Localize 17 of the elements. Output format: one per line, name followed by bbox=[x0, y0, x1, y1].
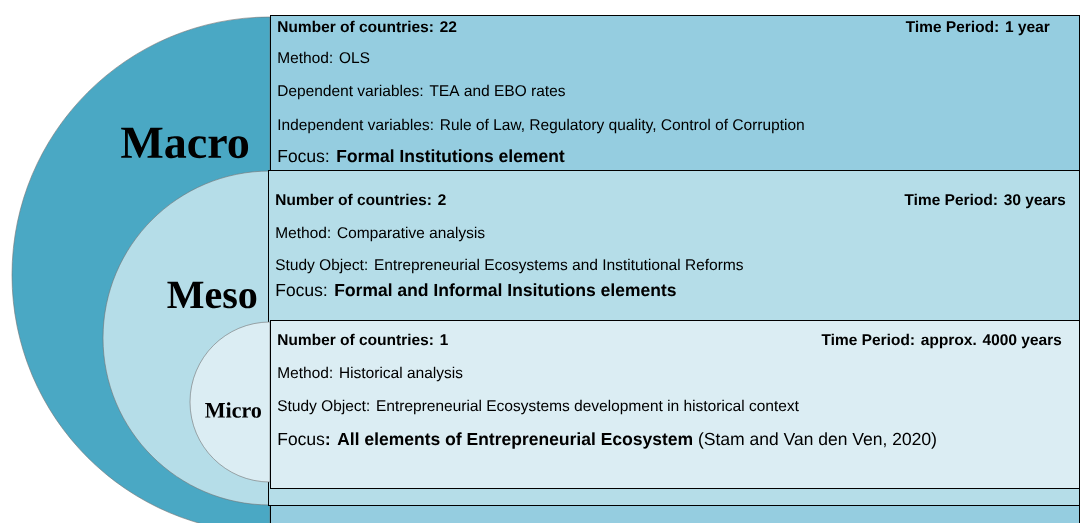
info-line: Time Period: 30 years bbox=[904, 193, 1066, 209]
info-line: Independent variables: Rule of Law, Regulatory quality, Control of Corruption bbox=[278, 118, 804, 134]
info-line: Method: Comparative analysis bbox=[276, 226, 485, 242]
info-line: Number of countries: 1 bbox=[278, 333, 448, 346]
info-line: Method: Historical analysis bbox=[278, 366, 463, 382]
info-line: Focus: Formal Institutions element bbox=[278, 149, 565, 163]
info-line: Study Object: Entrepreneurial Ecosystems and Institutional Reforms bbox=[275, 258, 743, 274]
info-line: Time Period: 1 year bbox=[905, 20, 1050, 36]
info-line: Focus: Formal and Informal Insitutions elements bbox=[276, 283, 676, 297]
info-line: Number of countries: 22 bbox=[278, 20, 457, 33]
info-line: Number of countries: 2 bbox=[276, 193, 446, 206]
info-line: Method: OLS bbox=[278, 51, 370, 64]
info-line: Dependent variables: TEA and EBO rates bbox=[278, 84, 565, 100]
info-line: Focus: All elements of Entrepreneurial Ecosystem (Stam and Van den Ven, 2020) bbox=[278, 432, 936, 449]
info-line: Time Period: approx. 4000 years bbox=[821, 333, 1062, 349]
info-line: Study Object: Entrepreneurial Ecosystems development in historical context bbox=[277, 399, 799, 415]
level-semicircle: Micro bbox=[189, 321, 271, 483]
